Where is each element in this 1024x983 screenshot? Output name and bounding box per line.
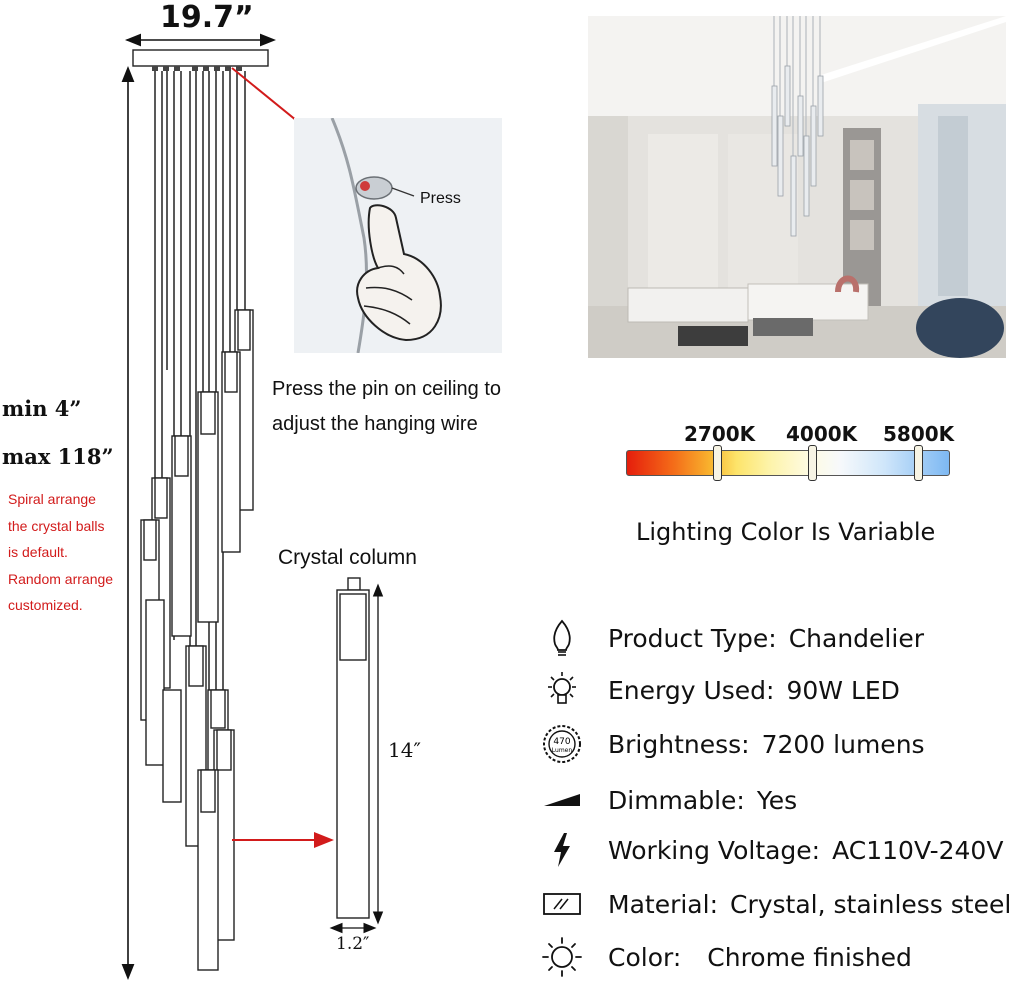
note-line: Random arrange: [8, 570, 114, 587]
spec-value: AC110V-240V: [832, 835, 1004, 865]
press-caption-line: Press the pin on ceiling to: [272, 378, 502, 400]
dimmer-ramp-icon: [540, 780, 584, 820]
room-photo: [588, 16, 1006, 358]
sun-icon: [540, 937, 584, 977]
spec-value: Chandelier: [788, 623, 924, 653]
spec-value: Chrome finished: [707, 942, 912, 972]
note-line: is default.: [8, 544, 68, 560]
slider-handle-5800: [914, 445, 923, 481]
kelvin-label-2700: 2700K: [684, 422, 756, 446]
spec-row-voltage: Working Voltage: AC110V-240V: [540, 830, 1003, 870]
press-label: Press: [420, 190, 461, 207]
living-room-illustration: [588, 16, 1006, 358]
crystal-column-detail: [336, 577, 370, 919]
slider-handle-2700: [713, 445, 722, 481]
spec-value: 7200 lumens: [761, 729, 925, 759]
min-height-label: min 4”: [2, 396, 82, 421]
color-temperature-bar: [626, 445, 950, 481]
spec-row-energy: Energy Used: 90W LED: [540, 670, 900, 710]
hand-press-illustration: [330, 118, 442, 353]
spec-label: Energy Used:: [608, 675, 775, 705]
column-width-label: 1.2″: [336, 934, 370, 954]
spec-value: 90W LED: [786, 675, 900, 705]
slider-handle-4000: [808, 445, 817, 481]
lumen-badge-number: 470: [553, 737, 570, 747]
arrangement-note: Spiral arrange the crystal balls is defa…: [8, 486, 113, 619]
crystal-column-title: Crystal column: [278, 546, 417, 569]
note-line: customized.: [8, 597, 83, 613]
press-caption: Press the pin on ceiling to adjust the h…: [272, 372, 501, 442]
spec-row-product-type: Product Type: Chandelier: [540, 618, 924, 658]
spec-label: Brightness:: [608, 729, 750, 759]
note-line: the crystal balls: [8, 517, 105, 534]
spec-label: Working Voltage:: [608, 835, 821, 865]
spec-row-dimmable: Dimmable: Yes: [540, 780, 797, 820]
column-length-label: 14″: [388, 738, 421, 762]
spec-label: Product Type:: [608, 623, 777, 653]
width-label: 19.7”: [160, 0, 254, 35]
max-height-label: max 118”: [2, 444, 114, 469]
lumen-badge-unit: Lumen: [552, 747, 573, 754]
kelvin-label-5800: 5800K: [883, 422, 955, 446]
spec-row-color: Color: Chrome finished: [540, 937, 912, 977]
spec-value: Crystal, stainless steel: [730, 889, 1012, 919]
chandelier-diagram: [121, 33, 384, 980]
spec-label: Dimmable:: [608, 785, 745, 815]
crystal-columns: [140, 309, 254, 971]
spec-value: Yes: [756, 785, 798, 815]
press-pin-inset: Press: [294, 118, 502, 353]
material-glass-icon: [540, 884, 584, 924]
kelvin-label-4000: 4000K: [786, 422, 858, 446]
ceiling-canopy: [132, 49, 269, 67]
spec-label: Material:: [608, 889, 718, 919]
note-line: Spiral arrange: [8, 491, 96, 507]
bulb-icon: [540, 618, 584, 658]
canopy-pins: [152, 66, 242, 71]
spec-label: Color:: [608, 942, 682, 972]
glowing-bulb-icon: [540, 670, 584, 710]
lightning-icon: [540, 830, 584, 870]
spec-row-material: Material: Crystal, stainless steel: [540, 884, 1011, 924]
lighting-caption: Lighting Color Is Variable: [636, 518, 936, 546]
press-caption-line: adjust the hanging wire: [272, 413, 478, 435]
